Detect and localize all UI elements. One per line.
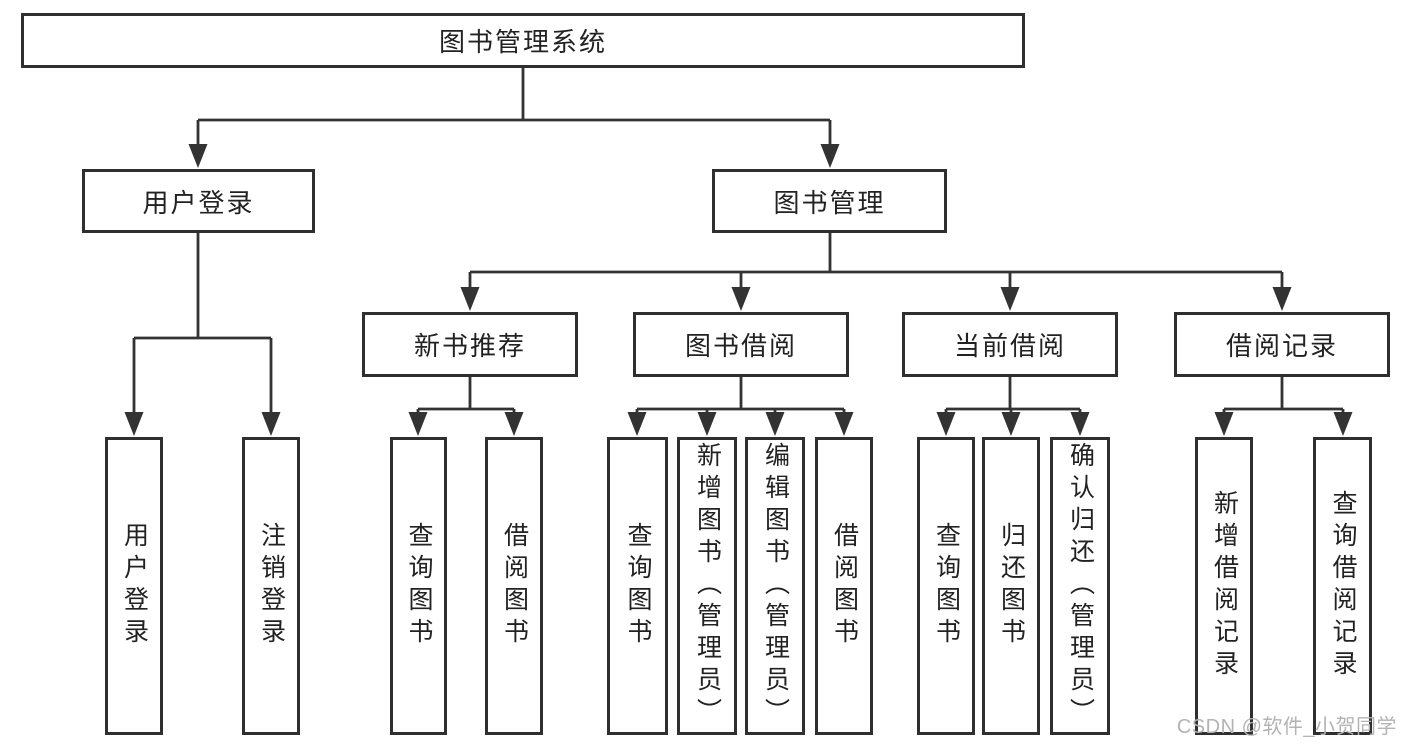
csdn-watermark: CSDN @软件_小贺同学 (1176, 716, 1397, 738)
node-book-manage-label: 图书管理 (773, 187, 886, 218)
node-user-login-label: 用户登录 (142, 187, 255, 218)
node-root: 图书管理系统 (21, 13, 1025, 68)
node-book-borrow-label: 图书借阅 (684, 331, 797, 361)
arrow-down-icon (731, 287, 751, 311)
leaf-label: 用户登录 (120, 522, 149, 650)
leaf-query-book-3: 查询图书 (917, 437, 975, 735)
leaf-borrow-book-1: 借阅图书 (485, 437, 543, 735)
arrow-down-icon (936, 412, 956, 436)
node-user-login: 用户登录 (82, 169, 315, 233)
node-new-book-label: 新书推荐 (413, 331, 526, 361)
arrow-down-icon (1333, 412, 1353, 436)
arrow-down-icon (124, 412, 144, 436)
leaf-confirm-return-admin: 确认归还（管理员） (1050, 437, 1110, 735)
leaf-label: 新增图书（管理员） (693, 442, 722, 730)
node-current-borrow: 当前借阅 (902, 312, 1118, 377)
leaf-label: 确认归还（管理员） (1066, 442, 1095, 730)
leaf-label: 查询借阅记录 (1329, 490, 1357, 682)
node-book-manage: 图书管理 (712, 169, 947, 233)
leaf-label: 查询图书 (405, 522, 433, 650)
leaf-label: 编辑图书（管理员） (761, 442, 790, 730)
arrow-down-icon (1001, 412, 1021, 436)
arrow-down-icon (1272, 287, 1292, 311)
leaf-borrow-book-2: 借阅图书 (815, 437, 873, 735)
node-new-book: 新书推荐 (362, 312, 578, 377)
arrow-down-icon (504, 412, 524, 436)
arrow-down-icon (408, 412, 428, 436)
leaf-label: 新增借阅记录 (1210, 490, 1239, 682)
node-borrow-record: 借阅记录 (1174, 312, 1390, 377)
arrow-down-icon (627, 412, 647, 436)
leaf-edit-book-admin: 编辑图书（管理员） (745, 437, 805, 735)
leaf-label: 查询图书 (932, 522, 961, 650)
leaf-query-borrow-record: 查询借阅记录 (1313, 437, 1372, 735)
arrow-down-icon (188, 144, 208, 168)
leaf-label: 注销登录 (257, 522, 286, 650)
leaf-label: 查询图书 (624, 522, 652, 650)
leaf-label: 借阅图书 (830, 522, 859, 650)
arrow-down-icon (1000, 287, 1020, 311)
arrow-down-icon (1070, 412, 1090, 436)
node-current-borrow-label: 当前借阅 (953, 331, 1066, 361)
leaf-label: 归还图书 (997, 522, 1026, 650)
node-book-borrow: 图书借阅 (633, 312, 849, 377)
leaf-query-book-2: 查询图书 (607, 437, 668, 735)
leaf-label: 借阅图书 (500, 522, 529, 650)
arrow-down-icon (460, 287, 480, 311)
node-borrow-record-label: 借阅记录 (1225, 331, 1338, 361)
node-root-label: 图书管理系统 (438, 27, 607, 57)
leaf-user-login: 用户登录 (105, 437, 163, 735)
leaf-add-borrow-record: 新增借阅记录 (1195, 437, 1253, 735)
arrow-down-icon (834, 412, 854, 436)
arrow-down-icon (765, 412, 785, 436)
leaf-query-book-1: 查询图书 (390, 437, 447, 735)
leaf-add-book-admin: 新增图书（管理员） (677, 437, 737, 735)
leaf-return-book: 归还图书 (982, 437, 1040, 735)
arrow-down-icon (697, 412, 717, 436)
arrow-down-icon (820, 144, 840, 168)
arrow-down-icon (261, 412, 281, 436)
leaf-logout: 注销登录 (242, 437, 300, 735)
arrow-down-icon (1214, 412, 1234, 436)
